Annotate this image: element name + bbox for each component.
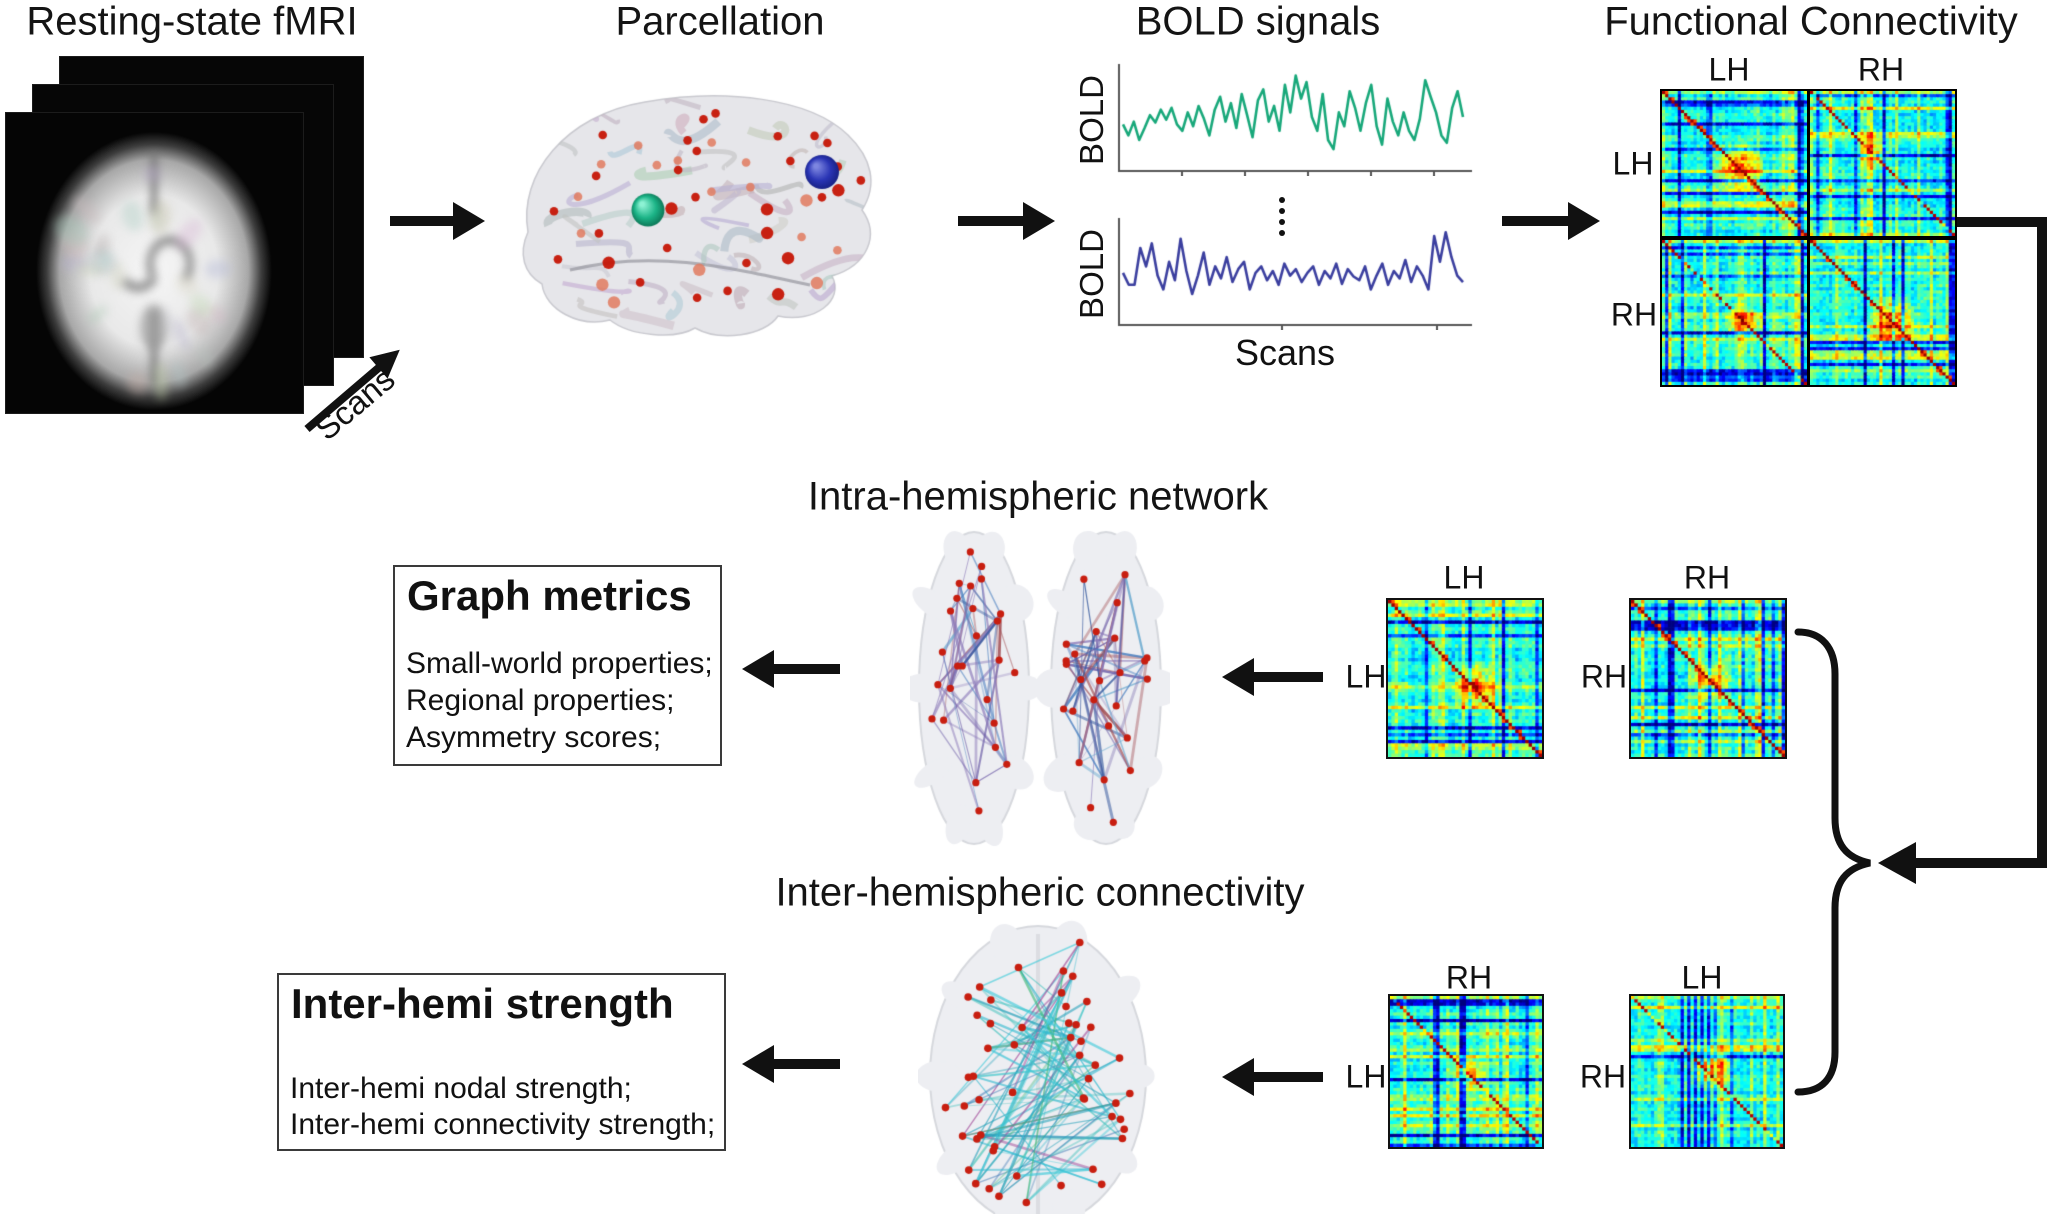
arrow-bold-to-fc-icon <box>1502 202 1600 240</box>
fc-row-label-rh: RH <box>1610 296 1658 333</box>
intra-matrix2-row-label: RH <box>1580 658 1628 695</box>
arrow-inter-brain-to-strength-icon <box>742 1045 840 1083</box>
intra-matrix1-row-label: LH <box>1345 658 1387 695</box>
title-bold-signals: BOLD signals <box>1135 0 1381 44</box>
metric-line: Inter-hemi nodal strength; <box>290 1072 632 1105</box>
route-arrowhead-icon <box>1878 842 1916 884</box>
arrow-matrices-to-intra-brain-icon <box>1222 658 1323 696</box>
fc-col-label-lh: LH <box>1708 51 1750 88</box>
fmri-axial-slice-image <box>6 113 301 411</box>
intra-matrix-rh <box>1629 598 1787 759</box>
inter-matrix2-row-label: RH <box>1579 1058 1627 1095</box>
route-line-right <box>2037 217 2047 868</box>
functional-connectivity-matrix <box>1660 89 1957 387</box>
fc-col-label-rh: RH <box>1857 51 1905 88</box>
fc-block-lh-rh <box>1810 91 1955 236</box>
route-line-top <box>1957 217 2047 227</box>
metric-line: Asymmetry scores; <box>406 721 662 754</box>
bold-timeseries-plot-green <box>1114 60 1474 176</box>
bold-timeseries-plot-navy <box>1114 214 1474 330</box>
intra-matrix-lh <box>1386 598 1544 759</box>
ellipsis-dot <box>1279 197 1285 203</box>
arrow-parcellation-to-bold-icon <box>958 202 1055 240</box>
graph-metrics-box: Graph metrics Small-world properties; Re… <box>393 565 722 766</box>
arrow-intra-brain-to-metrics-icon <box>742 650 840 688</box>
bold-ylabel-bottom: BOLD <box>1073 229 1110 319</box>
title-inter-hemispheric-connectivity: Inter-hemispheric connectivity <box>775 870 1305 915</box>
inter-matrix1-col-label: RH <box>1445 959 1493 996</box>
fc-block-rh-rh <box>1810 240 1955 385</box>
inter-hemi-strength-heading: Inter-hemi strength <box>291 980 674 1027</box>
intra-hemispheric-brain-top-view <box>910 520 1170 855</box>
intra-matrix1-col-label: LH <box>1443 559 1485 596</box>
graph-metrics-lines: Small-world properties; Regional propert… <box>406 645 713 756</box>
ellipsis-dot <box>1279 208 1285 214</box>
metric-line: Inter-hemi connectivity strength; <box>290 1108 716 1141</box>
title-intra-hemispheric-network: Intra-hemispheric network <box>807 474 1269 519</box>
metric-line: Regional properties; <box>406 684 675 717</box>
merge-brace-icon <box>1794 628 1871 1096</box>
fc-block-rh-lh <box>1662 240 1807 385</box>
intra-matrix2-col-label: RH <box>1683 559 1731 596</box>
metric-line: Small-world properties; <box>406 647 713 680</box>
inter-matrix-rh-lh <box>1629 994 1785 1149</box>
inter-hemi-strength-lines: Inter-hemi nodal strength; Inter-hemi co… <box>290 1071 715 1143</box>
title-resting-state-fmri: Resting-state fMRI <box>26 0 358 44</box>
inter-matrix1-row-label: LH <box>1345 1058 1387 1095</box>
route-line-bottom <box>1916 858 2047 868</box>
fmri-slice-frame-front <box>5 112 304 414</box>
inter-hemi-strength-box: Inter-hemi strength Inter-hemi nodal str… <box>277 973 726 1151</box>
bold-xlabel-scans: Scans <box>1234 332 1336 373</box>
arrow-matrices-to-inter-brain-icon <box>1222 1058 1323 1096</box>
inter-matrix-lh-rh <box>1388 994 1544 1149</box>
fc-block-lh-lh <box>1662 91 1807 236</box>
bold-ylabel-top: BOLD <box>1073 75 1110 165</box>
parcellated-brain-side-view <box>510 80 882 345</box>
inter-matrix2-col-label: LH <box>1681 959 1723 996</box>
fc-row-label-lh: LH <box>1612 145 1654 182</box>
inter-hemispheric-brain-top-view <box>918 918 1158 1214</box>
title-parcellation: Parcellation <box>615 0 825 44</box>
title-functional-connectivity: Functional Connectivity <box>1604 0 2018 44</box>
arrow-fmri-to-parcellation-icon <box>390 202 485 240</box>
graph-metrics-heading: Graph metrics <box>407 572 692 619</box>
